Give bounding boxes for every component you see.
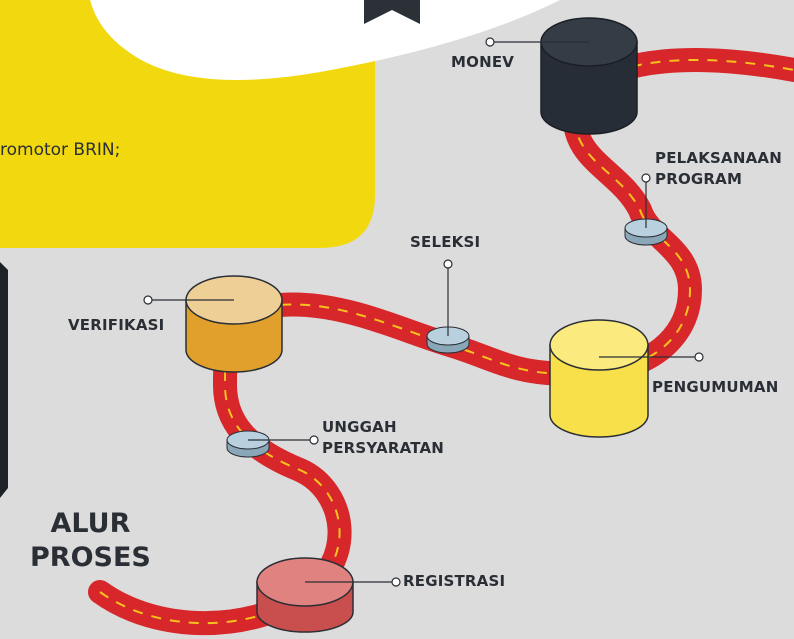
white-curve-panel <box>90 0 560 80</box>
monev-cylinder <box>540 17 638 135</box>
label-pengumuman: PENGUMUMAN <box>652 378 779 396</box>
dark-side-panel <box>0 262 8 498</box>
title-line-1: ALUR <box>50 508 131 539</box>
title-line-2: PROSES <box>30 542 151 573</box>
label-registrasi: REGISTRASI <box>403 572 506 590</box>
leader-lines <box>143 37 704 587</box>
label-unggah-persyaratan: UNGGAH PERSYARATAN <box>322 418 445 457</box>
verifikasi-cylinder <box>185 275 283 373</box>
label-verifikasi: VERIFIKASI <box>68 316 165 334</box>
label-seleksi: SELEKSI <box>410 233 481 251</box>
intro-text: romotor BRIN; <box>0 140 121 160</box>
pengumuman-cylinder <box>549 319 649 438</box>
registrasi-cylinder <box>256 557 354 633</box>
label-monev: MONEV <box>451 53 515 71</box>
unggah-persyaratan-disc <box>226 430 270 458</box>
diagram-title: ALUR PROSES <box>30 507 151 575</box>
label-pelaksanaan-program: PELAKSANAAN PROGRAM <box>655 149 782 188</box>
bookmark-icon <box>364 0 420 24</box>
